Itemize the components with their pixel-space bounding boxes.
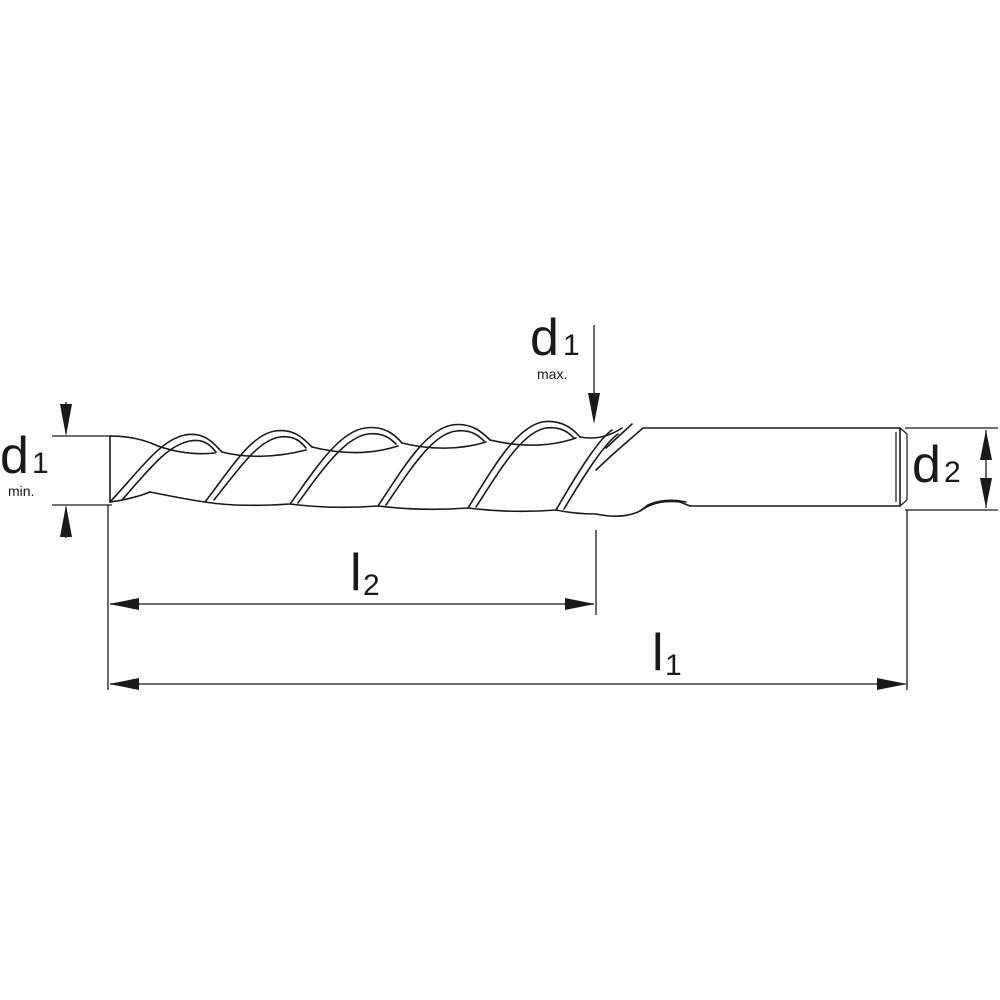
dimension-d1-min: d 1 min.: [0, 402, 72, 538]
label-l1-index: 1: [665, 649, 682, 682]
label-d2-main: d: [912, 436, 941, 494]
label-d1-min-main: d: [0, 427, 29, 485]
arrow-left-icon: [109, 678, 139, 690]
shank: [642, 427, 908, 507]
arrow-right-icon: [565, 598, 595, 610]
dimension-d1-max: d 1 max.: [530, 309, 600, 424]
label-d1-max-main: d: [530, 309, 559, 367]
label-d2-index: 2: [944, 456, 961, 489]
arrow-up-icon: [980, 430, 992, 460]
dimension-l1: l 1: [109, 624, 907, 690]
extension-lines: [52, 427, 998, 690]
flute-runout: [595, 423, 691, 517]
label-d1-min-index: 1: [32, 447, 49, 480]
label-d1-max-qualifier: max.: [537, 366, 567, 382]
tool-body: [109, 420, 908, 517]
dimension-l2: l 2: [109, 544, 595, 610]
arrow-down-icon: [980, 478, 992, 508]
label-d1-min-qualifier: min.: [8, 483, 34, 499]
label-l2-main: l: [350, 544, 362, 602]
arrow-up-icon: [60, 505, 72, 537]
dimension-d2: d 2: [912, 430, 992, 508]
label-d1-max-index: 1: [563, 329, 580, 362]
arrow-right-icon: [877, 678, 907, 690]
arrow-down-icon: [588, 393, 600, 424]
fluted-section: [109, 420, 623, 515]
arrow-left-icon: [109, 598, 139, 610]
label-l1-main: l: [652, 624, 664, 682]
label-l2-index: 2: [363, 569, 380, 602]
arrow-down-icon: [60, 404, 72, 436]
